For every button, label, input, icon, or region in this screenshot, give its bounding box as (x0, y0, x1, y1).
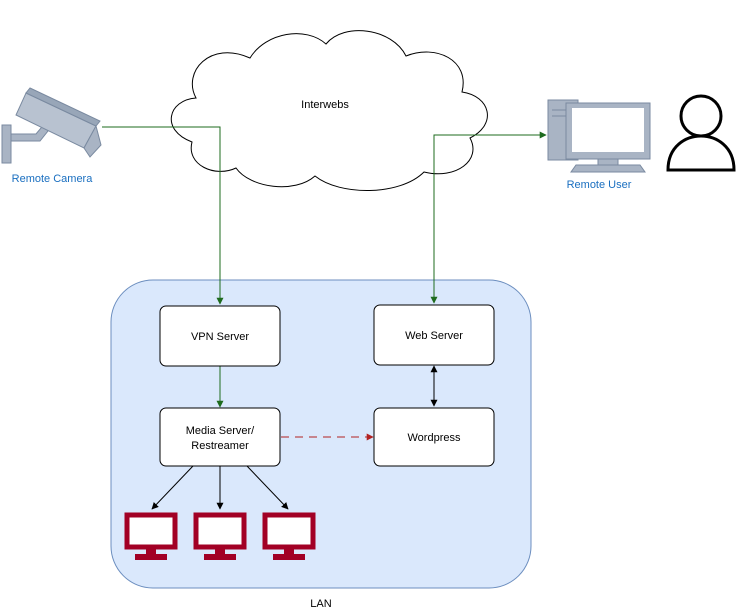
remote-camera-label: Remote Camera (12, 173, 94, 185)
edge-media-to-monitor-3 (246, 465, 289, 510)
vpn-server-node[interactable]: VPN Server (159, 305, 281, 367)
lan-label: LAN (310, 598, 331, 610)
web-server-label: Web Server (405, 330, 463, 342)
vpn-server-label: VPN Server (191, 331, 249, 343)
monitor-icon (262, 512, 316, 560)
cloud-label: Interwebs (301, 99, 349, 111)
user-icon (666, 94, 736, 172)
cctv-camera-icon (1, 87, 102, 164)
media-server-label-line1: Media Server/ (186, 425, 255, 437)
media-server-label-line2: Restreamer (191, 440, 249, 452)
edge-camera-to-vpn (102, 126, 224, 305)
remote-user-label: Remote User (567, 179, 632, 191)
wordpress-label: Wordpress (408, 432, 461, 444)
desktop-computer-icon (547, 99, 651, 173)
edge-user-to-webserver (430, 131, 547, 304)
monitor-icon (193, 512, 247, 560)
web-server-node[interactable]: Web Server (373, 304, 495, 366)
monitor-icon (124, 512, 178, 560)
media-server-node[interactable]: Media Server/ Restreamer (159, 407, 281, 467)
edge-media-to-monitor-1 (151, 465, 194, 510)
wordpress-node[interactable]: Wordpress (373, 407, 495, 467)
cloud-shape (171, 30, 488, 191)
